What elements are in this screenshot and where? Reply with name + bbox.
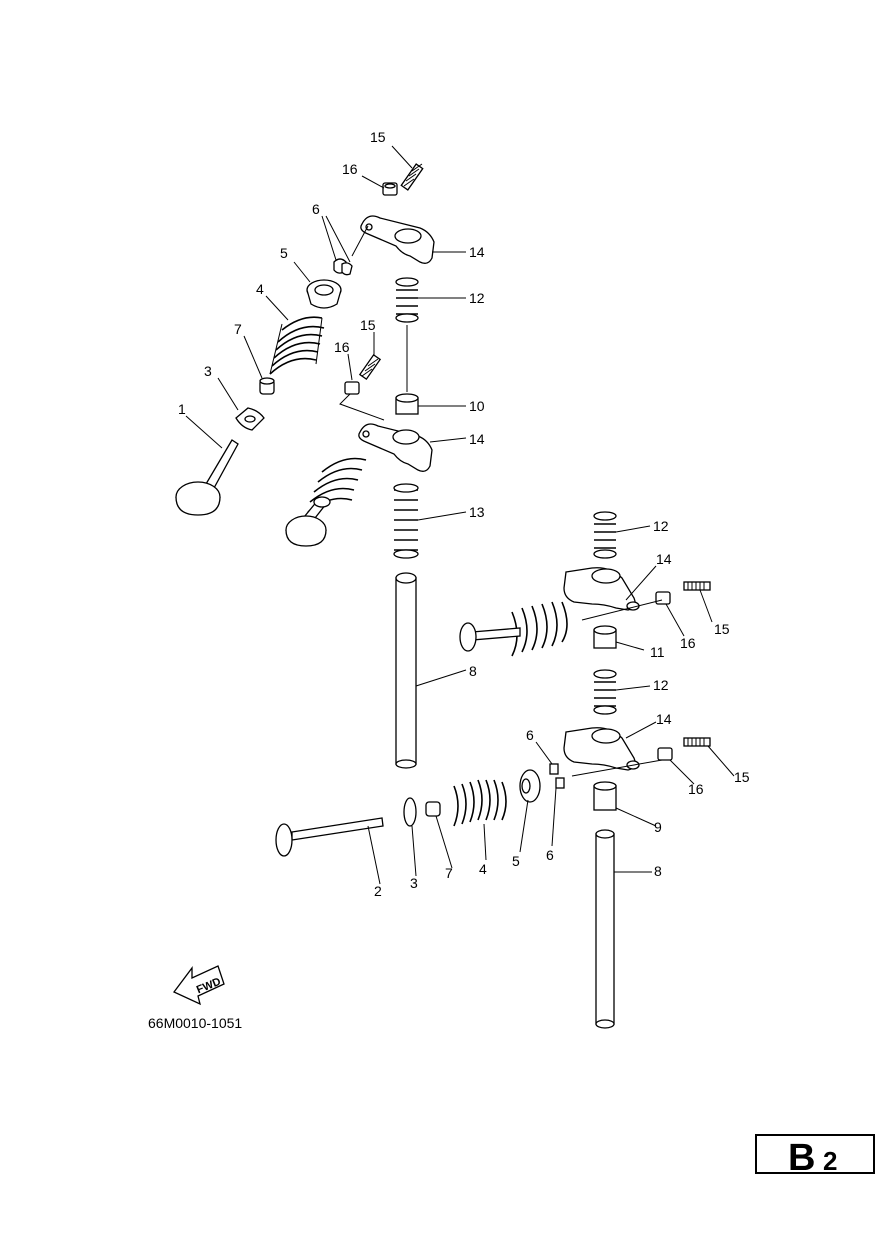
locknut-16-top xyxy=(382,182,398,196)
callout-3: 3 xyxy=(204,363,212,379)
callout-7: 7 xyxy=(234,321,242,337)
callout-15: 15 xyxy=(714,621,730,637)
callout-8: 8 xyxy=(654,863,662,879)
locknut-16-right-top xyxy=(655,591,671,605)
callout-16: 16 xyxy=(688,781,704,797)
callout-9: 9 xyxy=(654,819,662,835)
locknut-16-mid xyxy=(344,381,360,395)
valve-collets-6-bottom xyxy=(549,763,565,789)
rocker-arm-14-top xyxy=(360,215,435,264)
callout-13: 13 xyxy=(469,504,485,520)
callout-6: 6 xyxy=(526,727,534,743)
callout-6: 6 xyxy=(546,847,554,863)
callout-14: 14 xyxy=(469,244,485,260)
callout-15: 15 xyxy=(360,317,376,333)
rocker-arm-14-right-bottom xyxy=(563,727,640,771)
rocker-arm-14-right-top xyxy=(563,567,640,611)
section-badge: B 2 xyxy=(755,1134,875,1179)
stem-seal-7-bottom xyxy=(425,801,441,817)
valve-spring-4-bottom xyxy=(453,779,507,827)
spring-seat-3-top xyxy=(235,407,265,431)
callout-7: 7 xyxy=(445,865,453,881)
callout-4: 4 xyxy=(256,281,264,297)
collar-10 xyxy=(395,393,419,415)
adjusting-screw-15-top xyxy=(400,163,424,191)
locknut-16-right-bottom xyxy=(657,747,673,761)
callout-5: 5 xyxy=(280,245,288,261)
valve-collets-6-top xyxy=(333,258,353,276)
callout-11: 11 xyxy=(650,644,665,660)
collar-11 xyxy=(593,625,617,649)
callout-14: 14 xyxy=(656,551,672,567)
callout-1: 1 xyxy=(178,401,186,417)
callout-16: 16 xyxy=(680,635,696,651)
spring-retainer-5-bottom xyxy=(519,769,541,803)
callout-16: 16 xyxy=(342,161,358,177)
valve-spring-4-top xyxy=(269,316,325,375)
valve-assembly-right-top xyxy=(459,601,568,657)
exhaust-valve-assembly xyxy=(285,457,367,547)
callout-10: 10 xyxy=(469,398,485,414)
drawing-code: 66M0010-1051 xyxy=(148,1015,243,1031)
callout-14: 14 xyxy=(656,711,672,727)
section-letter: B xyxy=(788,1137,815,1179)
callout-15: 15 xyxy=(734,769,750,785)
rocker-spring-12-right-mid xyxy=(593,669,617,715)
spring-seat-3-bottom xyxy=(403,797,417,827)
spring-retainer-5-top xyxy=(306,279,342,309)
callout-5: 5 xyxy=(512,853,520,869)
intake-valve-1 xyxy=(175,439,239,516)
adjusting-screw-15-mid xyxy=(358,353,382,381)
callout-12: 12 xyxy=(653,518,669,534)
callout-labels: 15 16 6 14 5 4 12 7 15 16 3 10 1 14 13 1… xyxy=(178,129,750,899)
rocker-spring-12-top xyxy=(395,277,419,323)
callout-15: 15 xyxy=(370,129,386,145)
leader-lines xyxy=(185,145,735,885)
callout-2: 2 xyxy=(374,883,382,899)
rocker-spring-12-right-top xyxy=(593,511,617,559)
section-number: 2 xyxy=(823,1146,838,1176)
callout-8: 8 xyxy=(469,663,477,679)
callout-16: 16 xyxy=(334,339,350,355)
rocker-arm-14-mid xyxy=(358,423,433,472)
push-rod-8-right xyxy=(595,829,615,1029)
adjusting-screw-15-right-bottom xyxy=(683,737,711,747)
callout-3: 3 xyxy=(410,875,418,891)
push-rod-8-left xyxy=(395,572,417,769)
exhaust-valve-2 xyxy=(275,817,384,857)
stem-seal-7-top xyxy=(259,377,275,395)
callout-12: 12 xyxy=(653,677,669,693)
callout-6: 6 xyxy=(312,201,320,217)
fwd-arrow-icon: FWD xyxy=(172,965,225,1006)
callout-14: 14 xyxy=(469,431,485,447)
collar-9 xyxy=(593,781,617,811)
callout-12: 12 xyxy=(469,290,485,306)
rocker-spring-13 xyxy=(393,483,419,559)
adjusting-screw-15-right-top xyxy=(683,581,711,591)
callout-4: 4 xyxy=(479,861,487,877)
